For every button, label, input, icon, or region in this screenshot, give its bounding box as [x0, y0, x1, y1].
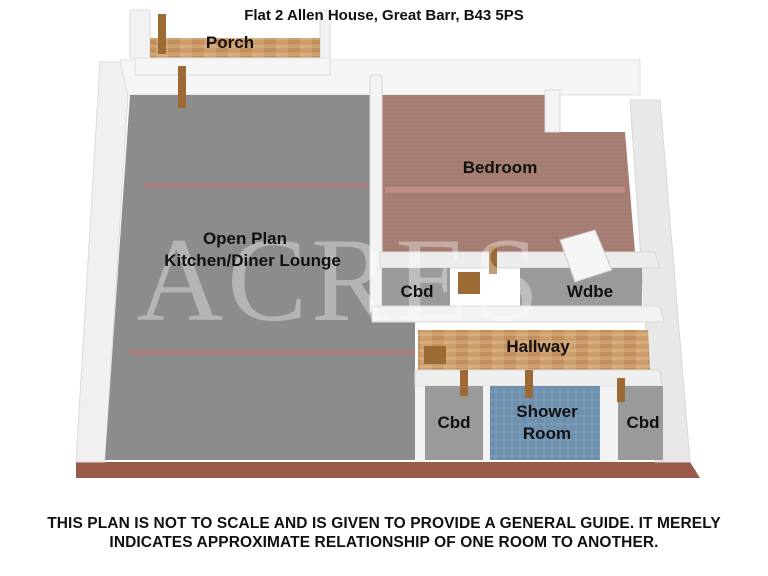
room-label-shower-line1: Shower	[516, 402, 578, 421]
porch-wall-bottom	[134, 57, 331, 76]
shower-floor	[490, 386, 600, 460]
room-label-porch: Porch	[205, 33, 255, 52]
door-porch-2	[178, 66, 186, 108]
room-label-cbd-right: Cbd	[626, 413, 660, 432]
bedroom-notch-wall	[544, 89, 561, 133]
room-label-shower-line2: Room	[522, 424, 572, 443]
disclaimer-text: THIS PLAN IS NOT TO SCALE AND IS GIVEN T…	[47, 515, 721, 551]
room-label-cbd-upper: Cbd	[400, 282, 434, 301]
watermark-text: ACRES	[137, 213, 544, 346]
brick-base	[76, 462, 700, 478]
door-porch-1	[158, 14, 166, 54]
cbd-left-floor	[425, 386, 483, 460]
bedroom-stripe	[385, 187, 625, 193]
lounge-rug-stripe-top	[145, 183, 367, 188]
room-label-bedroom: Bedroom	[462, 158, 538, 177]
wall-divider-3	[415, 386, 425, 462]
door-shower	[525, 370, 533, 398]
door-hall-left	[424, 346, 446, 364]
door-wdbe	[489, 246, 497, 274]
room-label-lounge-line2: Kitchen/Diner Lounge	[164, 251, 341, 270]
wall-divider-2	[600, 386, 618, 462]
cbd-right-floor	[618, 386, 663, 460]
room-label-lounge-line1: Open Plan	[202, 229, 288, 248]
wardrobe-door-open	[559, 229, 613, 283]
wall-divider-1	[483, 386, 490, 462]
lounge-rug-stripe-bottom	[130, 350, 415, 355]
room-label-cbd-left: Cbd	[437, 413, 471, 432]
cbd-upper-floor	[382, 268, 450, 306]
hallway-floor	[418, 330, 650, 370]
wall-row-hall-top	[371, 305, 665, 323]
room-label-hallway: Hallway	[506, 337, 570, 356]
door-cbd-upper	[458, 272, 480, 294]
plan-title: Flat 2 Allen House, Great Barr, B43 5PS	[244, 7, 524, 24]
door-cbd-left	[460, 370, 468, 396]
door-cbd-right	[617, 378, 625, 402]
room-label-wardrobe: Wdbe	[566, 282, 614, 301]
porch-floor	[150, 38, 320, 60]
bedroom-floor	[380, 95, 635, 252]
